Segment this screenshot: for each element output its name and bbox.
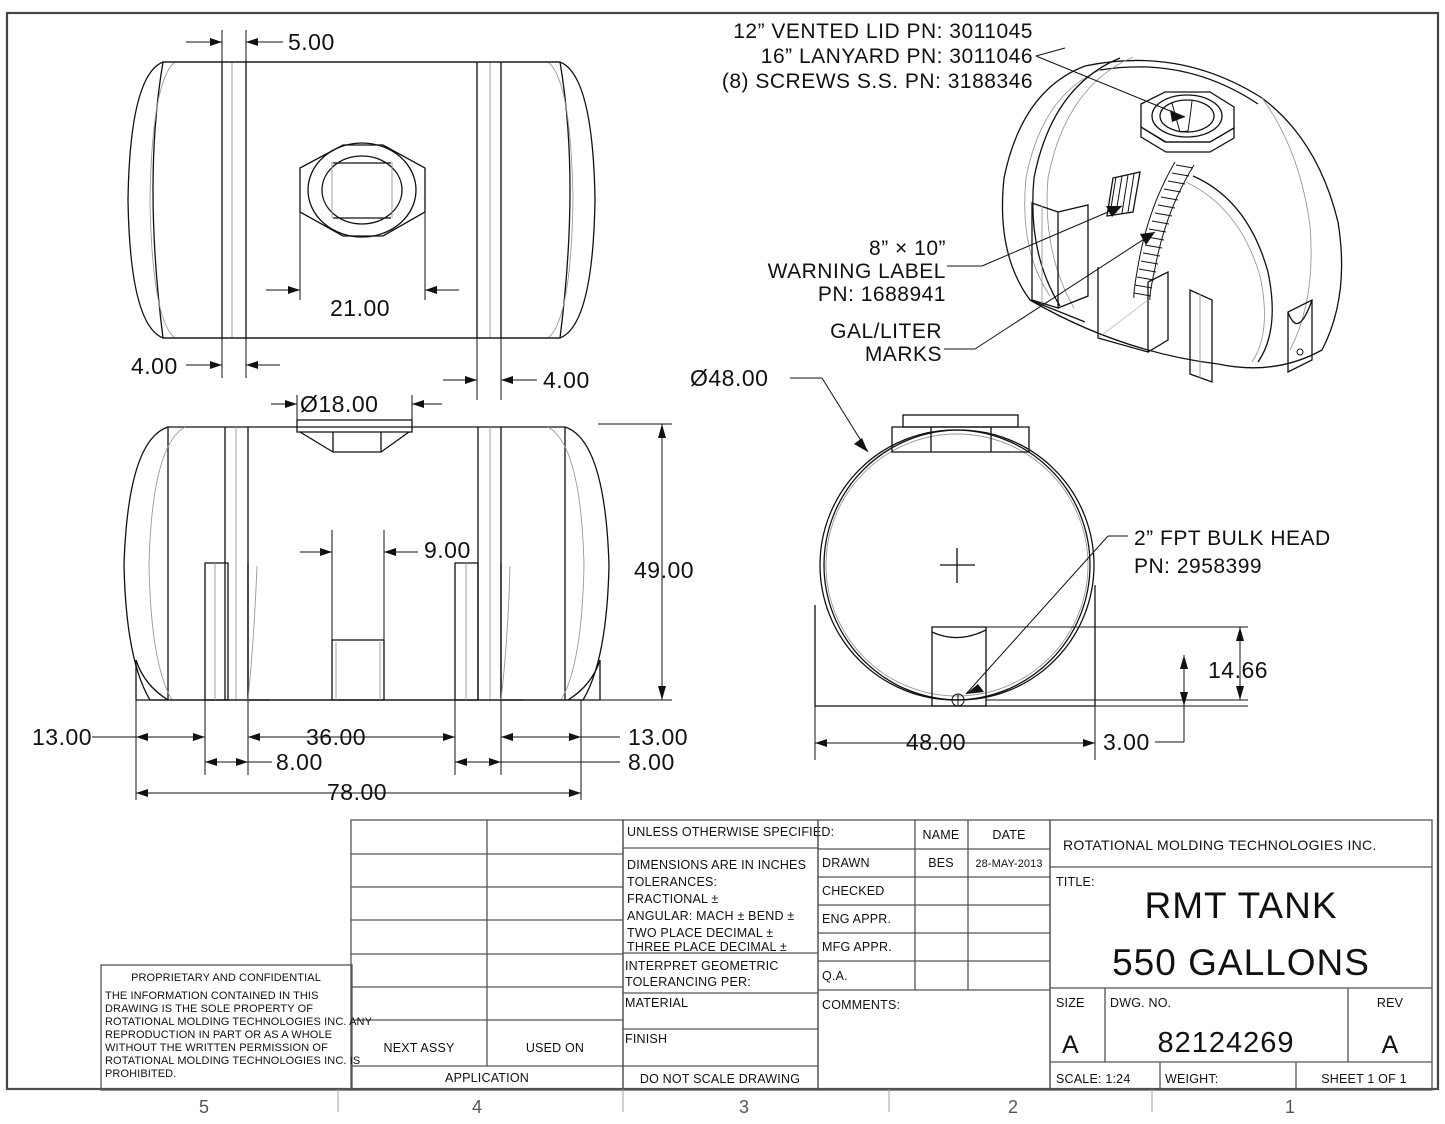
callout-warning-label: 8” × 10” WARNING LABEL PN: 1688941 xyxy=(768,237,946,306)
dim-5-00: 5.00 xyxy=(288,29,335,55)
callout-lid-line-2: 16” LANYARD PN: 3011046 xyxy=(761,45,1033,68)
callout-gal-liter-line-2: MARKS xyxy=(865,343,942,366)
proprietary-heading: PROPRIETARY AND CONFIDENTIAL xyxy=(131,972,321,984)
dwg-no-value: 82124269 xyxy=(1157,1027,1294,1059)
interpret-line-0: INTERPRET GEOMETRIC xyxy=(625,959,779,973)
proprietary-line-2: ROTATIONAL MOLDING TECHNOLOGIES INC. ANY xyxy=(105,1016,373,1028)
dim-14-66: 14.66 xyxy=(1208,657,1268,683)
dim-4-00-left: 4.00 xyxy=(131,353,178,379)
application-table: NEXT ASSY USED ON APPLICATION xyxy=(350,819,624,1091)
gal-liter-marks xyxy=(1133,161,1195,301)
view-isometric xyxy=(1001,56,1343,383)
view-front: Ø18.00 9.00 49.00 13.00 36.00 xyxy=(32,391,694,805)
sheet-value: SHEET 1 OF 1 xyxy=(1321,1072,1407,1086)
callout-warning-line-1: 8” × 10” xyxy=(869,237,946,260)
notes-header: UNLESS OTHERWISE SPECIFIED: xyxy=(627,825,834,839)
proprietary-line-1: DRAWING IS THE SOLE PROPERTY OF xyxy=(105,1003,313,1015)
zone-label-3: 3 xyxy=(739,1097,749,1117)
size-value: A xyxy=(1062,1031,1079,1059)
dim-dia-48-00: Ø48.00 xyxy=(690,365,768,391)
weight-label: WEIGHT: xyxy=(1165,1072,1218,1086)
dim-4-00-right: 4.00 xyxy=(543,367,590,393)
notes-line-4: TWO PLACE DECIMAL ± xyxy=(627,926,773,940)
do-not-scale-label: DO NOT SCALE DRAWING xyxy=(640,1072,800,1086)
dim-21-00: 21.00 xyxy=(330,295,390,321)
callout-warning-line-2: WARNING LABEL xyxy=(768,260,946,283)
signoff-col-name: NAME xyxy=(923,828,960,842)
notes-line-3: ANGULAR: MACH ± BEND ± xyxy=(627,909,794,923)
dim-9-00: 9.00 xyxy=(424,537,471,563)
material-label: MATERIAL xyxy=(625,996,688,1010)
identity-block: ROTATIONAL MOLDING TECHNOLOGIES INC. TIT… xyxy=(1049,819,1433,1091)
dim-13-00-left: 13.00 xyxy=(32,724,92,750)
comments-label: COMMENTS: xyxy=(822,998,900,1012)
finish-label: FINISH xyxy=(625,1032,667,1046)
notes-line-1: TOLERANCES: xyxy=(627,875,717,889)
zone-label-5: 5 xyxy=(199,1097,209,1117)
signoff-row-qa-label: Q.A. xyxy=(822,969,848,983)
dwg-no-label: DWG. NO. xyxy=(1110,996,1171,1010)
signoff-row-checked-label: CHECKED xyxy=(822,884,885,898)
rev-value: A xyxy=(1382,1031,1399,1059)
notes-line-2: FRACTIONAL ± xyxy=(627,892,718,906)
dim-36-00: 36.00 xyxy=(306,724,366,750)
title-label: TITLE: xyxy=(1056,875,1095,889)
signoff-row-drawn-date: 28-MAY-2013 xyxy=(975,858,1042,870)
application-caption: APPLICATION xyxy=(445,1071,529,1085)
zone-label-2: 2 xyxy=(1008,1097,1018,1117)
proprietary-line-0: THE INFORMATION CONTAINED IN THIS xyxy=(105,990,319,1002)
dim-13-00-right: 13.00 xyxy=(628,724,688,750)
title-block: NEXT ASSY USED ON APPLICATION UNLESS OTH… xyxy=(100,819,1433,1091)
callout-warning-line-3: PN: 1688941 xyxy=(818,283,946,306)
dim-78-00: 78.00 xyxy=(327,779,387,805)
signoff-row-mfg-label: MFG APPR. xyxy=(822,940,892,954)
proprietary-line-4: WITHOUT THE WRITTEN PERMISSION OF xyxy=(105,1042,328,1054)
callout-bulkhead-line-2: PN: 2958399 xyxy=(1134,555,1262,578)
title-line-1: RMT TANK xyxy=(1144,885,1337,926)
notes-column: UNLESS OTHERWISE SPECIFIED: DIMENSIONS A… xyxy=(622,819,834,1091)
signoff-table: NAME DATE DRAWN BES 28-MAY-2013 CHECKED … xyxy=(817,819,1051,1091)
leaders-isometric xyxy=(944,47,1186,350)
proprietary-block: PROPRIETARY AND CONFIDENTIAL THE INFORMA… xyxy=(100,964,373,1091)
dim-8-00-right: 8.00 xyxy=(628,749,675,775)
size-label: SIZE xyxy=(1056,996,1085,1010)
rev-label: REV xyxy=(1377,996,1404,1010)
dim-8-00-left: 8.00 xyxy=(276,749,323,775)
view-top: 5.00 21.00 4.00 4.00 xyxy=(127,29,596,400)
interpret-line-1: TOLERANCING PER: xyxy=(625,975,751,989)
callout-lid: 12” VENTED LID PN: 3011045 16” LANYARD P… xyxy=(722,20,1033,93)
callout-lid-line-1: 12” VENTED LID PN: 3011045 xyxy=(733,20,1033,43)
callout-gal-liter: GAL/LITER MARKS xyxy=(830,320,942,366)
callout-bulkhead-line-1: 2” FPT BULK HEAD xyxy=(1134,527,1331,550)
signoff-row-eng-label: ENG APPR. xyxy=(822,912,891,926)
signoff-row-drawn-name: BES xyxy=(928,856,954,870)
proprietary-line-6: PROHIBITED. xyxy=(105,1068,176,1080)
next-assy-label: NEXT ASSY xyxy=(383,1041,455,1055)
zone-strip: 5 4 3 2 1 xyxy=(7,1088,1438,1117)
scale-value: SCALE: 1:24 xyxy=(1056,1072,1130,1086)
notes-line-0: DIMENSIONS ARE IN INCHES xyxy=(627,858,806,872)
dim-49-00: 49.00 xyxy=(634,557,694,583)
callout-gal-liter-line-1: GAL/LITER xyxy=(830,320,942,343)
callout-lid-line-3: (8) SCREWS S.S. PN: 3188346 xyxy=(722,70,1033,93)
zone-label-1: 1 xyxy=(1285,1097,1295,1117)
zone-label-4: 4 xyxy=(472,1097,482,1117)
used-on-label: USED ON xyxy=(526,1041,584,1055)
signoff-row-drawn-label: DRAWN xyxy=(822,856,870,870)
title-line-2: 550 GALLONS xyxy=(1112,942,1370,983)
dim-dia-18-00: Ø18.00 xyxy=(300,391,378,417)
proprietary-line-5: ROTATIONAL MOLDING TECHNOLOGIES INC. IS xyxy=(105,1055,360,1067)
notes-line-5: THREE PLACE DECIMAL ± xyxy=(627,940,787,954)
company-name: ROTATIONAL MOLDING TECHNOLOGIES INC. xyxy=(1063,837,1377,853)
view-end: Ø48.00 2” FPT BULK HEAD PN: 2958399 48.0… xyxy=(690,365,1331,760)
dim-48-00: 48.00 xyxy=(906,729,966,755)
signoff-col-date: DATE xyxy=(992,828,1025,842)
dim-3-00: 3.00 xyxy=(1103,729,1150,755)
proprietary-line-3: REPRODUCTION IN PART OR AS A WHOLE xyxy=(105,1029,332,1041)
